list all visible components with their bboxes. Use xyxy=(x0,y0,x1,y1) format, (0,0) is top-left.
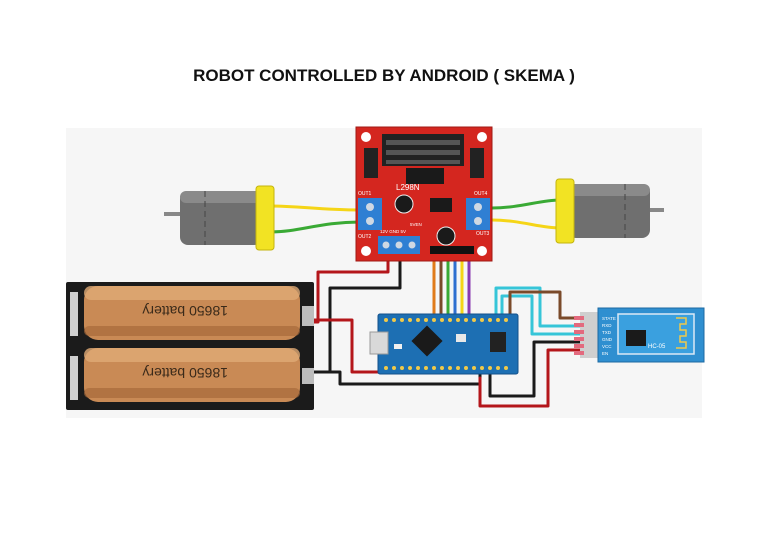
driver-label-power: 12V GND 5V xyxy=(380,229,406,234)
bt-pin-label-vcc: VCC xyxy=(602,344,612,349)
battery-cell-2: 18650 battery xyxy=(84,348,300,402)
motor-left-shaft xyxy=(164,212,182,216)
driver-chip xyxy=(406,168,444,184)
bluetooth-module: HC-05 STATE RXD TXD GND VCC EN xyxy=(574,307,705,363)
diagram-title: ROBOT CONTROLLED BY ANDROID ( SKEMA ) xyxy=(193,66,575,85)
battery-cell-1: 18650 battery xyxy=(84,286,300,340)
bt-pin-label-gnd: GND xyxy=(602,337,613,342)
driver-input-header xyxy=(430,246,474,254)
arduino-bottom-pins xyxy=(384,366,508,370)
motor-left-cap xyxy=(255,185,275,251)
arduino-top-pins xyxy=(384,318,508,322)
motor-right-shaft xyxy=(650,208,664,212)
battery-cell-1-label: 18650 battery xyxy=(142,303,228,319)
driver-terminal-out3-out4 xyxy=(466,198,490,230)
bt-pin-header xyxy=(580,312,600,358)
motor-left-body xyxy=(180,191,262,245)
bt-pin-label-en: EN xyxy=(602,351,608,356)
arduino-icsp-header xyxy=(490,332,506,352)
driver-label-out1: OUT1 xyxy=(358,191,372,197)
bt-pin-label-state: STATE xyxy=(602,316,616,321)
wire-motor-right-green xyxy=(490,198,562,210)
bt-chip xyxy=(626,330,646,346)
wire-arduino-vin xyxy=(310,318,388,374)
driver-label-out3: OUT3 xyxy=(476,231,490,237)
bt-model-label: HC-05 xyxy=(648,344,666,350)
motor-left xyxy=(164,185,275,251)
bt-pin-label-rxd: RXD xyxy=(602,323,612,328)
wire-motor-right-yellow xyxy=(490,218,562,230)
arduino-nano xyxy=(369,313,519,375)
driver-heatsink xyxy=(382,134,464,166)
driver-label-out2: OUT2 xyxy=(358,234,372,240)
wire-battery-positive xyxy=(310,248,390,324)
arduino-usb-port xyxy=(369,331,389,355)
driver-label-enable: 5VEN xyxy=(410,222,422,227)
driver-chip-label: L298N xyxy=(396,183,420,192)
wire-motor-left-yellow xyxy=(268,204,362,212)
wire-bt-rxd xyxy=(494,286,586,328)
motor-right-body xyxy=(568,184,650,238)
driver-label-out4: OUT4 xyxy=(474,191,488,197)
wiring xyxy=(268,198,586,408)
bt-pin-label-txd: TXD xyxy=(602,330,612,335)
wire-motor-left-green xyxy=(268,220,362,234)
wire-bt-state xyxy=(508,290,586,320)
arduino-mcu-chip xyxy=(411,325,443,357)
driver-terminal-out1-out2 xyxy=(358,198,382,230)
driver-regulator xyxy=(430,198,452,212)
bt-antenna xyxy=(676,317,687,349)
wire-bt-vcc xyxy=(478,348,586,408)
motor-right xyxy=(555,178,664,244)
wire-battery-negative xyxy=(310,248,402,374)
motor-right-cap xyxy=(555,178,575,244)
battery-pack: 18650 battery 18650 battery xyxy=(66,282,314,410)
wire-bt-gnd xyxy=(488,340,586,398)
driver-capacitor-1 xyxy=(394,194,414,214)
motor-driver-l298n: L298N OUT1 OUT2 OUT3 OUT4 12V GND 5V 5VE… xyxy=(355,126,493,262)
battery-cell-2-label: 18650 battery xyxy=(142,365,228,381)
wire-bt-txd xyxy=(500,294,586,336)
driver-capacitor-2 xyxy=(436,226,456,246)
